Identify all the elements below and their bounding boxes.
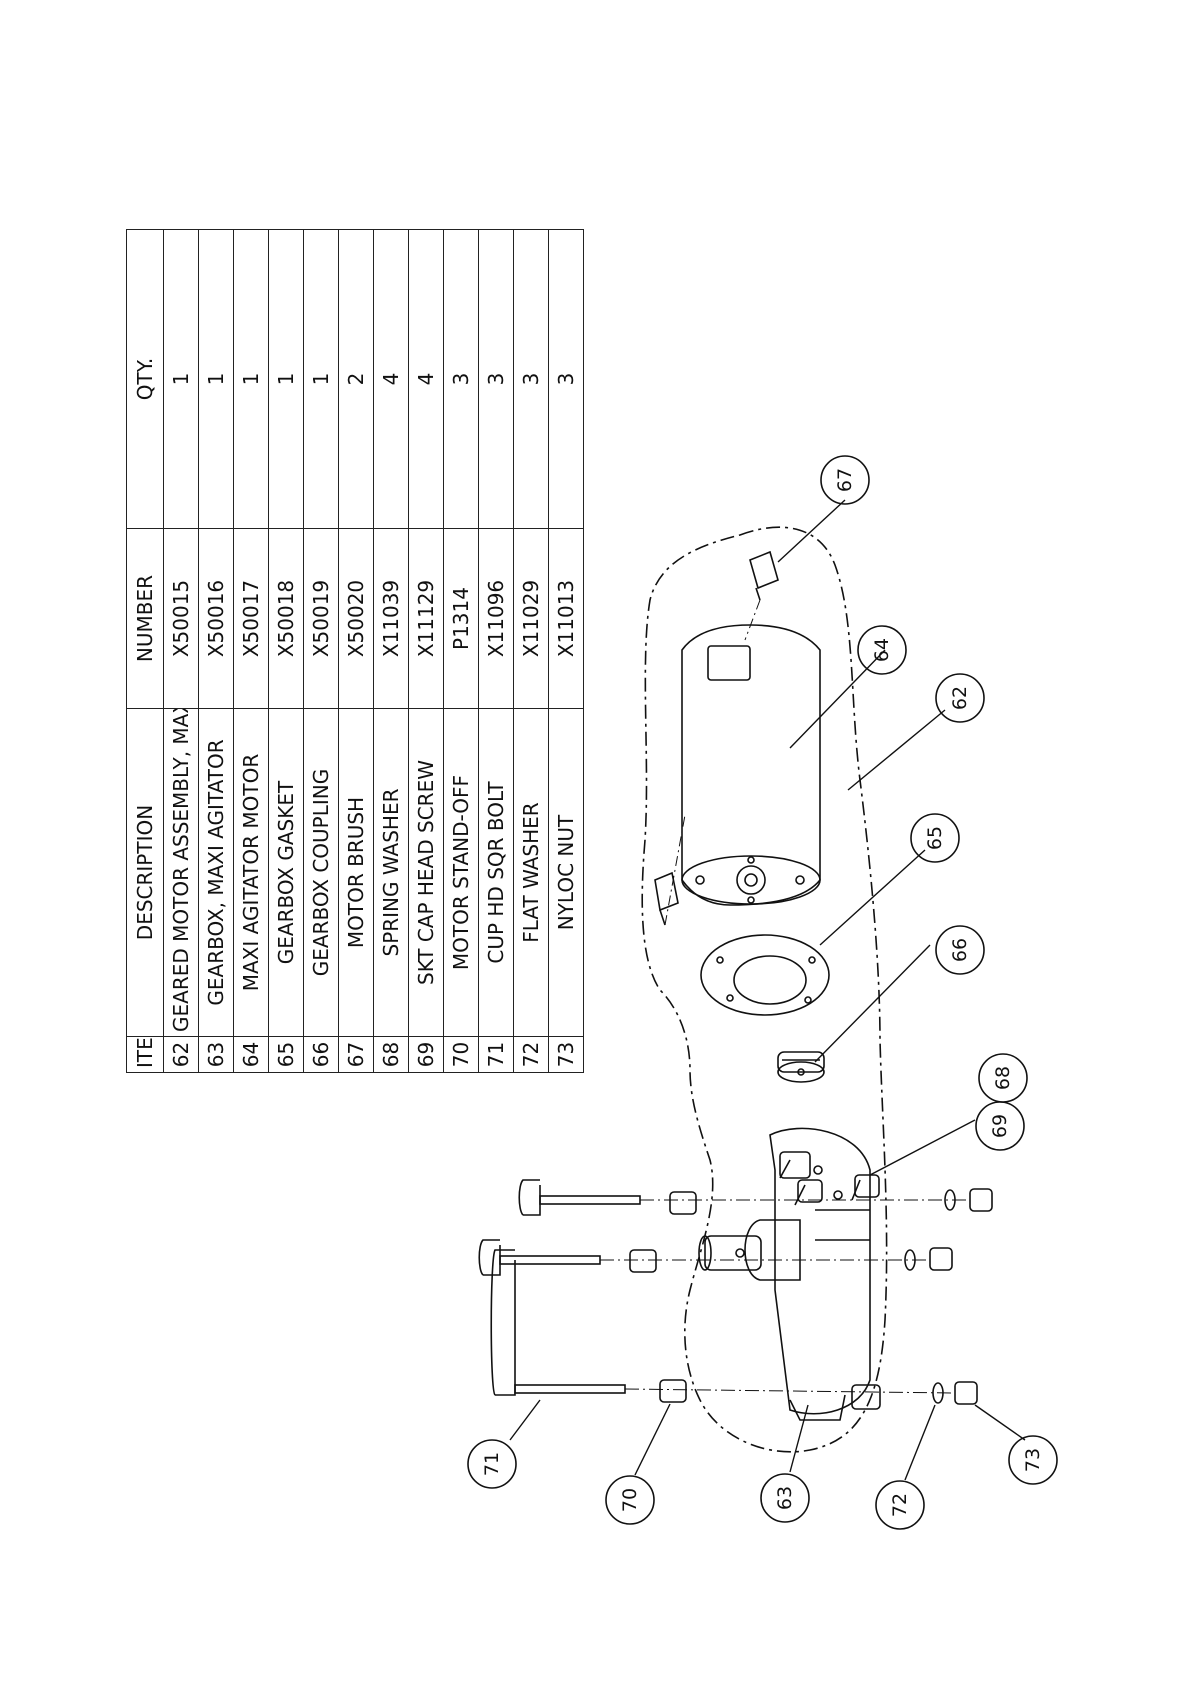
gearbox-coupling [777, 1051, 825, 1083]
cup-head-bolt-3 [518, 1179, 641, 1216]
nyloc-nut-3 [969, 1188, 993, 1212]
balloon-63: 63 [760, 1473, 810, 1523]
balloon-65-label: 65 [924, 826, 946, 850]
balloon-62: 62 [935, 673, 985, 723]
balloon-72: 72 [875, 1480, 925, 1530]
motor-standoff-2 [629, 1249, 657, 1273]
balloon-63-label: 63 [774, 1486, 796, 1510]
balloon-68-label: 68 [992, 1066, 1014, 1090]
brush-center-line-top [744, 599, 761, 641]
balloon-67: 67 [820, 455, 870, 505]
balloon-73-label: 73 [1022, 1448, 1044, 1472]
balloon-66: 66 [935, 925, 985, 975]
motor-brush-top [749, 550, 779, 601]
cup-head-bolt-1 [490, 1249, 626, 1396]
balloon-68: 68 [978, 1053, 1028, 1103]
balloon-65: 65 [910, 813, 960, 863]
leader-lines [509, 499, 1026, 1481]
motor-standoff-1 [659, 1379, 687, 1403]
balloon-70-label: 70 [619, 1488, 641, 1512]
balloon-62-label: 62 [949, 686, 971, 710]
gearbox-housing [698, 1127, 881, 1421]
brush-center-line-bottom [664, 814, 686, 926]
balloon-72-label: 72 [889, 1493, 911, 1517]
nyloc-nut-1 [954, 1381, 978, 1405]
balloon-71-label: 71 [481, 1452, 503, 1476]
motor-brush-bottom [654, 871, 679, 926]
motor-standoff-3 [669, 1191, 697, 1215]
motor-body [681, 624, 821, 906]
assembly-boundary-outline [641, 526, 888, 1453]
gearbox-gasket [700, 934, 830, 1016]
balloon-71: 71 [467, 1439, 517, 1489]
bolt-center-lines [600, 1199, 970, 1394]
cup-head-bolt-2 [478, 1239, 601, 1276]
balloon-69-label: 69 [989, 1114, 1011, 1138]
nyloc-nut-2 [929, 1247, 953, 1271]
balloon-66-label: 66 [949, 938, 971, 962]
balloon-70: 70 [605, 1475, 655, 1525]
balloon-64: 64 [857, 625, 907, 675]
balloon-67-label: 67 [834, 468, 856, 492]
balloon-73: 73 [1008, 1435, 1058, 1485]
balloon-69: 69 [975, 1101, 1025, 1151]
balloon-64-label: 64 [871, 638, 893, 662]
cap-screws [779, 1159, 861, 1206]
